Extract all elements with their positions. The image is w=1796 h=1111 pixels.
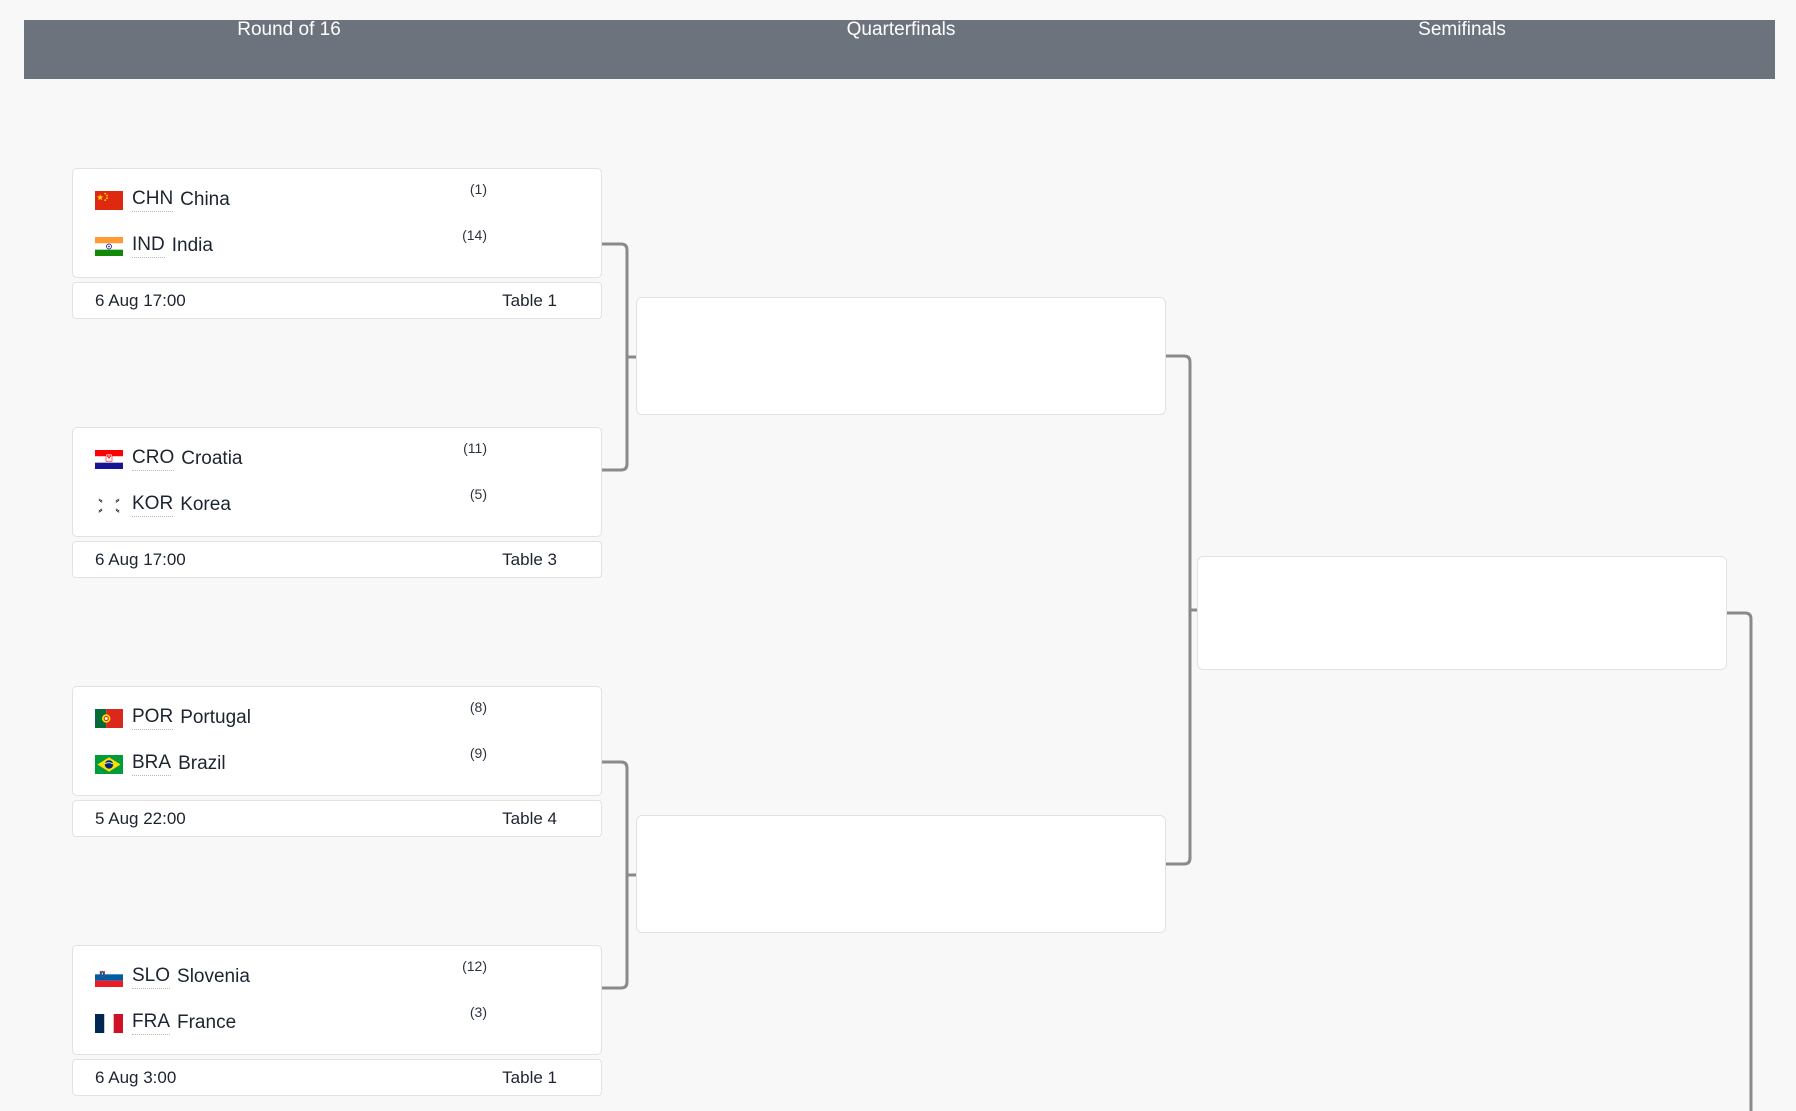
match-date: 6 Aug 17:00 [95, 290, 186, 310]
team-code: BRA [132, 752, 172, 776]
flag-india-icon [95, 236, 123, 256]
match-card[interactable]: CRO Croatia (11) [72, 427, 602, 578]
team-code: CHN [132, 188, 174, 212]
match-card[interactable]: CHN China (1) IND India (14) [72, 168, 602, 319]
team-name: France [177, 1012, 237, 1033]
match-date: 6 Aug 17:00 [95, 549, 186, 569]
team-code: FRA [132, 1011, 170, 1035]
team-row[interactable]: SLO Slovenia (12) [73, 954, 601, 1000]
match-footer: 5 Aug 22:00 Table 4 [72, 800, 602, 837]
match-date: 5 Aug 22:00 [95, 808, 186, 828]
team-row[interactable]: CHN China (1) [73, 177, 601, 223]
flag-portugal-icon [95, 708, 123, 728]
match-card-empty-quarterfinal-2[interactable] [636, 815, 1166, 933]
match-card[interactable]: POR Portugal (8) BRA Brazil (9) [72, 686, 602, 837]
team-code: CRO [132, 447, 175, 471]
flag-france-icon [95, 1013, 123, 1033]
team-code: IND [132, 234, 165, 258]
flag-croatia-icon [95, 449, 123, 469]
team-seed: (1) [469, 181, 487, 197]
team-seed: (5) [469, 486, 487, 502]
team-name: Korea [180, 494, 231, 515]
team-seed: (9) [469, 745, 487, 761]
match-card[interactable]: SLO Slovenia (12) FRA France (3) 6 Aug 3… [72, 945, 602, 1096]
connector-r16-to-qf-top [600, 238, 640, 476]
match-teams: CRO Croatia (11) [72, 427, 602, 537]
team-seed: (14) [462, 227, 487, 243]
match-teams: POR Portugal (8) BRA Brazil (9) [72, 686, 602, 796]
flag-china-icon [95, 190, 123, 210]
team-row[interactable]: IND India (14) [73, 223, 601, 269]
connector-sf-to-final [1724, 607, 1764, 1111]
team-name: Brazil [178, 753, 226, 774]
team-row[interactable]: KOR Korea (5) [73, 482, 601, 528]
flag-brazil-icon [95, 754, 123, 774]
round-header-semifinals: Semifinals [1418, 19, 1506, 40]
team-code: KOR [132, 493, 174, 517]
round-header-bar [24, 20, 1775, 79]
match-footer: 6 Aug 3:00 Table 1 [72, 1059, 602, 1096]
team-code: POR [132, 706, 174, 730]
round-header-round-of-16: Round of 16 [237, 19, 341, 40]
team-seed: (3) [469, 1004, 487, 1020]
match-date: 6 Aug 3:00 [95, 1067, 177, 1087]
flag-korea-icon [95, 495, 123, 515]
match-footer: 6 Aug 17:00 Table 1 [72, 282, 602, 319]
team-name: Slovenia [177, 966, 250, 987]
match-table: Table 1 [502, 290, 557, 310]
team-row[interactable]: CRO Croatia (11) [73, 436, 601, 482]
team-seed: (11) [463, 440, 487, 456]
match-table: Table 4 [502, 808, 557, 828]
match-footer: 6 Aug 17:00 Table 3 [72, 541, 602, 578]
match-teams: CHN China (1) IND India (14) [72, 168, 602, 278]
team-seed: (8) [469, 699, 487, 715]
team-row[interactable]: BRA Brazil (9) [73, 741, 601, 787]
team-name: Croatia [181, 448, 243, 469]
team-seed: (12) [462, 958, 487, 974]
round-header-quarterfinals: Quarterfinals [846, 19, 956, 40]
match-card-empty-semifinal-1[interactable] [1197, 556, 1727, 670]
flag-slovenia-icon [95, 967, 123, 987]
match-card-empty-quarterfinal-1[interactable] [636, 297, 1166, 415]
team-name: China [180, 189, 230, 210]
team-name: India [171, 235, 213, 256]
match-teams: SLO Slovenia (12) FRA France (3) [72, 945, 602, 1055]
team-code: SLO [132, 965, 171, 989]
connector-r16-to-qf-bottom [600, 756, 640, 994]
match-table: Table 3 [502, 549, 557, 569]
match-table: Table 1 [502, 1067, 557, 1087]
team-row[interactable]: FRA France (3) [73, 1000, 601, 1046]
team-name: Portugal [180, 707, 251, 728]
team-row[interactable]: POR Portugal (8) [73, 695, 601, 741]
